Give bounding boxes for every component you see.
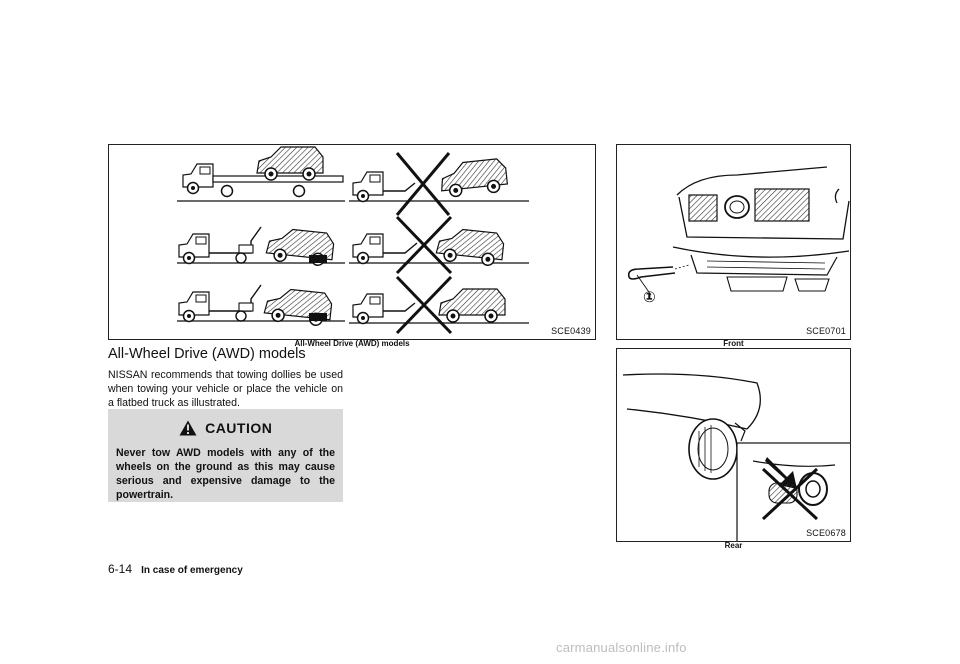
warning-triangle-icon [179, 420, 197, 436]
figure-caption: Rear [724, 541, 743, 550]
page-number: 6-14 [108, 562, 133, 576]
figure-code: SCE0439 [551, 326, 591, 336]
caution-header: CAUTION [108, 419, 343, 439]
caution-title: CAUTION [205, 419, 273, 436]
figure-code: SCE0701 [806, 326, 846, 336]
caution-box: CAUTION Never tow AWD models with any of… [108, 409, 343, 502]
section-title: All-Wheel Drive (AWD) models [108, 346, 306, 362]
rear-tow-figure: SCE0678 [616, 348, 851, 542]
section-body: NISSAN recommends that towing dollies be… [108, 369, 343, 409]
towing-illustration [177, 146, 529, 335]
figure-code: SCE0678 [806, 528, 846, 538]
rear-bumper-illustration [622, 373, 850, 541]
caution-text: Never tow AWD models with any of the whe… [116, 447, 335, 501]
awd-towing-figure: SCE0439 [108, 144, 596, 340]
front-tow-hook-figure: ① SCE0701 [616, 144, 851, 340]
callout-number: ① [643, 289, 656, 306]
front-bumper-illustration [627, 166, 850, 296]
chapter-title: In case of emergency [141, 565, 243, 576]
page-footer: 6-14 In case of emergency [108, 562, 243, 576]
watermark: carmanualsonline.info [556, 640, 687, 655]
figure-caption: Front [723, 339, 744, 348]
figure-caption: All-Wheel Drive (AWD) models [294, 339, 410, 348]
